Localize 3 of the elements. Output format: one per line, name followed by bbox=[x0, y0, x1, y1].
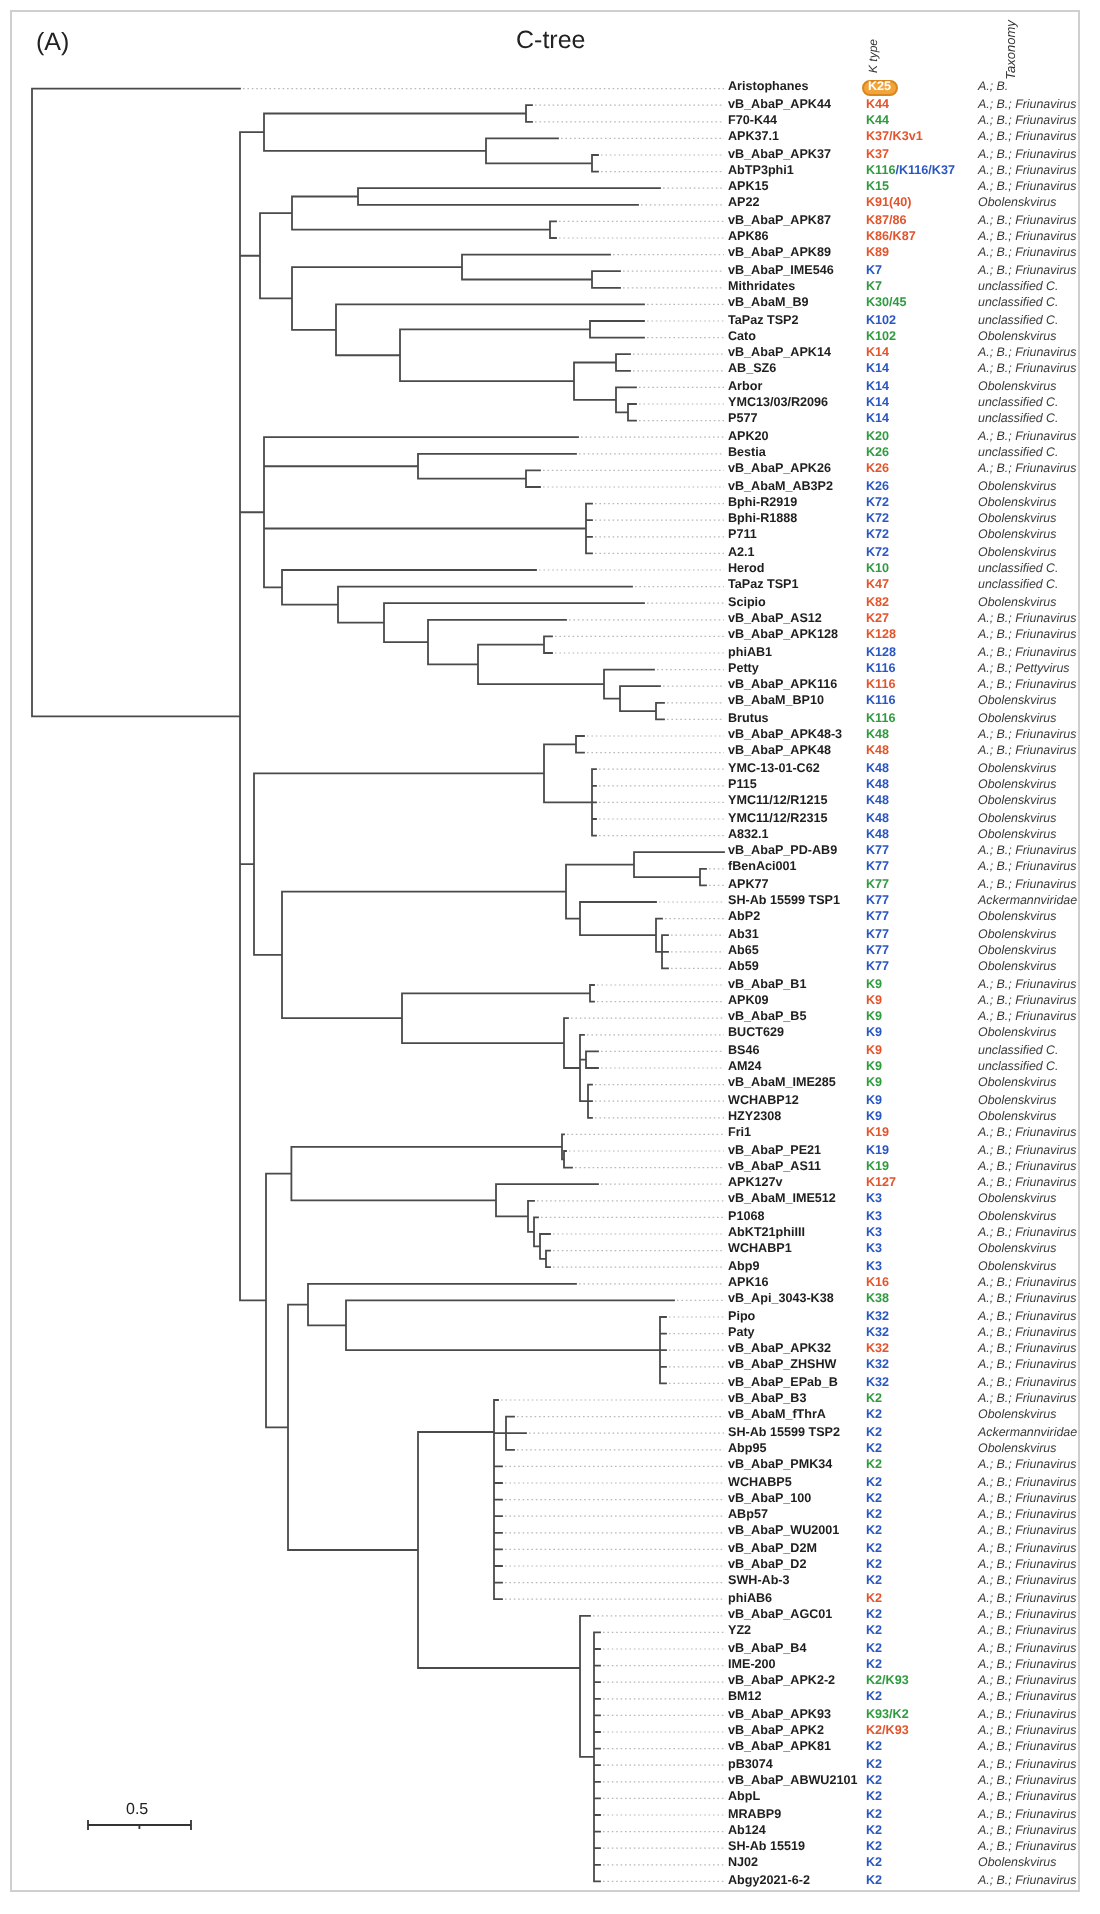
tree-title: C-tree bbox=[516, 26, 586, 56]
panel-letter: (A) bbox=[36, 28, 70, 56]
scale-value: 0.5 bbox=[126, 1800, 149, 1820]
